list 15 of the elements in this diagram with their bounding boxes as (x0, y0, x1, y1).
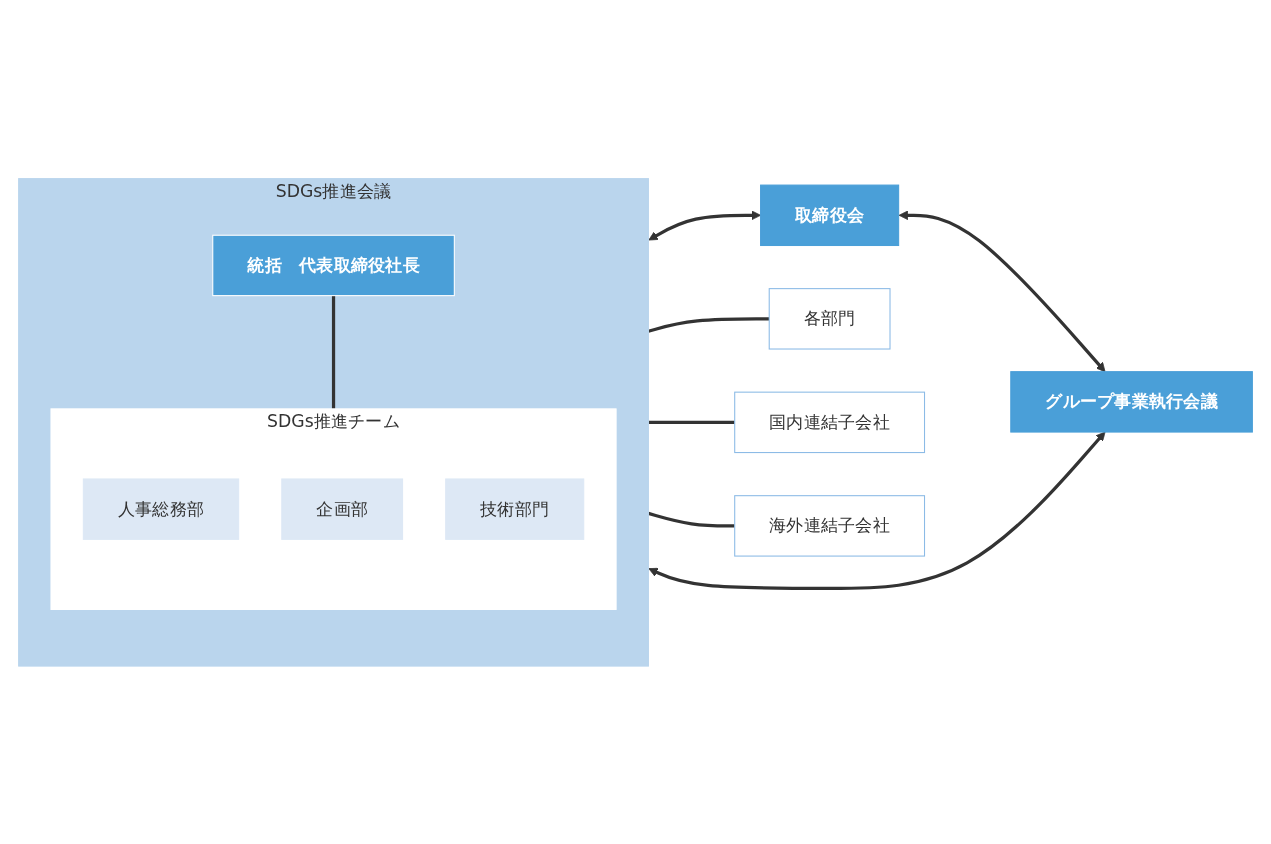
connector (331, 295, 336, 409)
node-box: 国内連結子会社 (734, 391, 926, 453)
node-box: 各部門 (768, 287, 891, 350)
arrow (648, 431, 1106, 590)
node-box: 技術部門 (445, 478, 585, 540)
node-box: 海外連結子会社 (734, 494, 926, 557)
connector (648, 420, 735, 424)
node-box: 企画部 (281, 478, 404, 540)
arrow (898, 210, 1106, 372)
node-box: グループ事業執行会議 (1010, 370, 1253, 433)
node-box: 統括 代表取締役社長 (212, 234, 455, 296)
node-box: 人事総務部 (82, 478, 240, 540)
connector (648, 316, 770, 333)
node-box: 取締役会 (760, 184, 900, 246)
connector (648, 511, 735, 528)
